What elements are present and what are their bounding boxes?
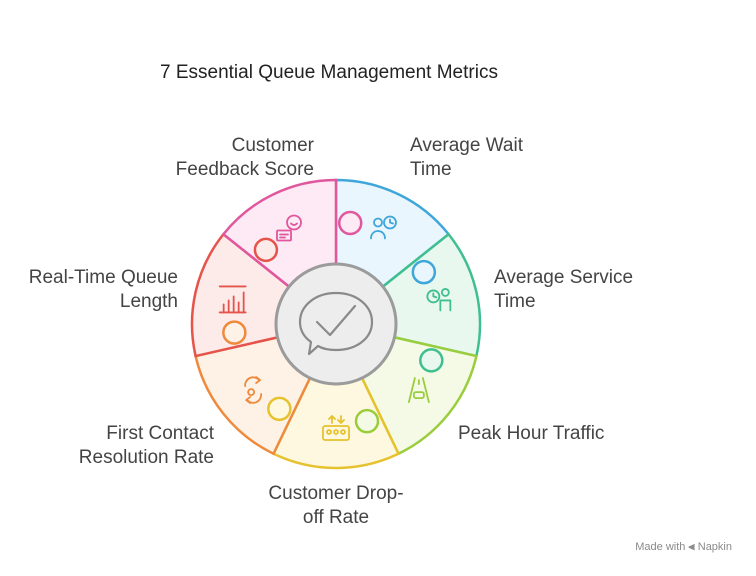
center-hub (274, 262, 398, 386)
footer-prefix: Made with (635, 541, 686, 553)
check-speech-bubble-icon (298, 291, 374, 356)
footer-brand: Napkin (697, 541, 732, 553)
puzzle-knob (267, 396, 292, 422)
puzzle-knob (419, 348, 444, 373)
napkin-logo-icon: ⫷ (688, 541, 695, 553)
puzzle-knob (354, 408, 380, 434)
puzzle-knob (337, 210, 363, 236)
diagram-title: 7 Essential Queue Management Metrics (160, 62, 498, 83)
label-real-time-queue-length: Real-Time Queue Length (28, 267, 178, 312)
person-clock-icon (370, 215, 397, 240)
road-car-icon (407, 377, 430, 403)
puzzle-knob (411, 259, 437, 285)
label-customer-drop-off-rate: Customer Drop- off Rate (268, 483, 404, 528)
queue-people-icon (322, 415, 350, 441)
bar-chart-icon (218, 285, 247, 314)
label-first-contact-resolution-rate: First Contact Resolution Rate (78, 423, 214, 468)
clock-person-icon (426, 288, 452, 312)
label-average-wait-time: Average Wait Time (410, 135, 523, 180)
label-peak-hour-traffic: Peak Hour Traffic (458, 423, 605, 444)
resolution-cycle-icon (244, 376, 263, 404)
puzzle-knob (222, 320, 247, 345)
puzzle-knob (253, 237, 279, 263)
label-average-service-time: Average Service Time (494, 267, 634, 312)
footer-attribution: Made with ⫷ Napkin (635, 541, 732, 554)
feedback-smiley-icon (276, 214, 302, 242)
label-customer-feedback-score: Customer Feedback Score (175, 135, 314, 180)
